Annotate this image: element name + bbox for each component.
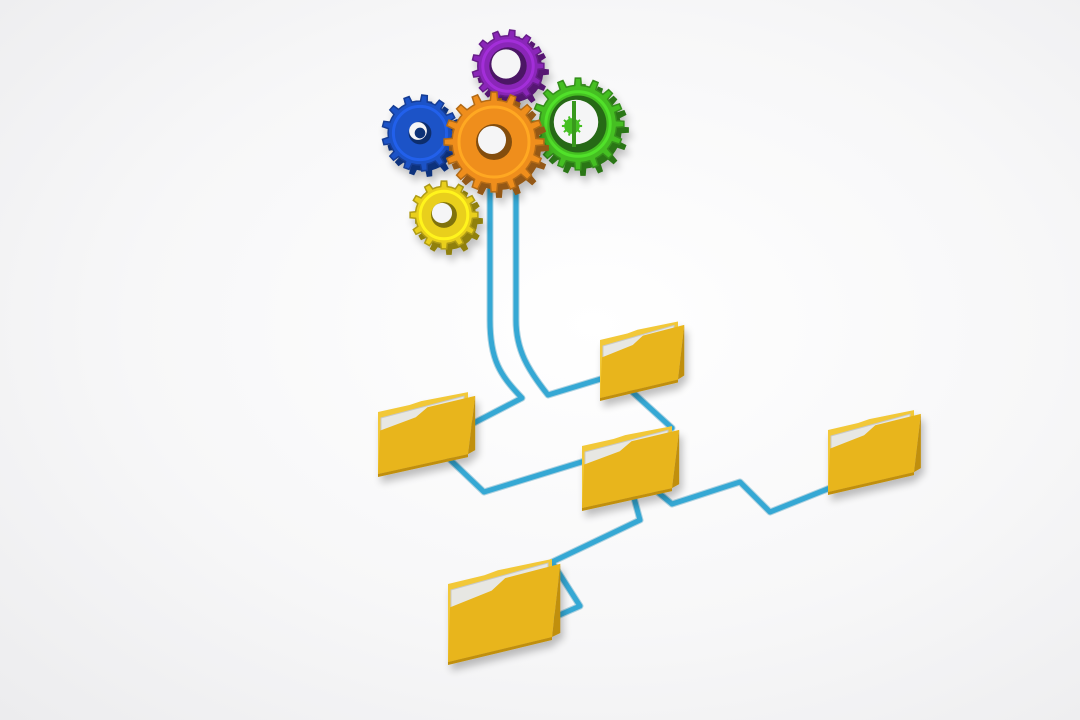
gear-cluster (381, 29, 629, 255)
folder-icon (378, 392, 476, 477)
folder-icon (448, 559, 561, 665)
cable-line (513, 187, 607, 398)
cable-line (545, 495, 643, 623)
purple-gear-icon (471, 29, 549, 108)
folder-group (378, 321, 921, 665)
yellow-gear-icon (409, 180, 483, 255)
folder-icon (828, 410, 921, 495)
blue-gear-icon (381, 94, 463, 177)
folder-icon (600, 321, 685, 401)
cable-line (625, 385, 675, 431)
green-gear-icon (531, 77, 629, 176)
cable-line (439, 449, 591, 495)
orange-gear-icon (443, 91, 549, 198)
cable-network (438, 186, 834, 624)
folder-icon (582, 426, 680, 511)
cable-line (645, 479, 833, 515)
cable-line (467, 187, 525, 428)
